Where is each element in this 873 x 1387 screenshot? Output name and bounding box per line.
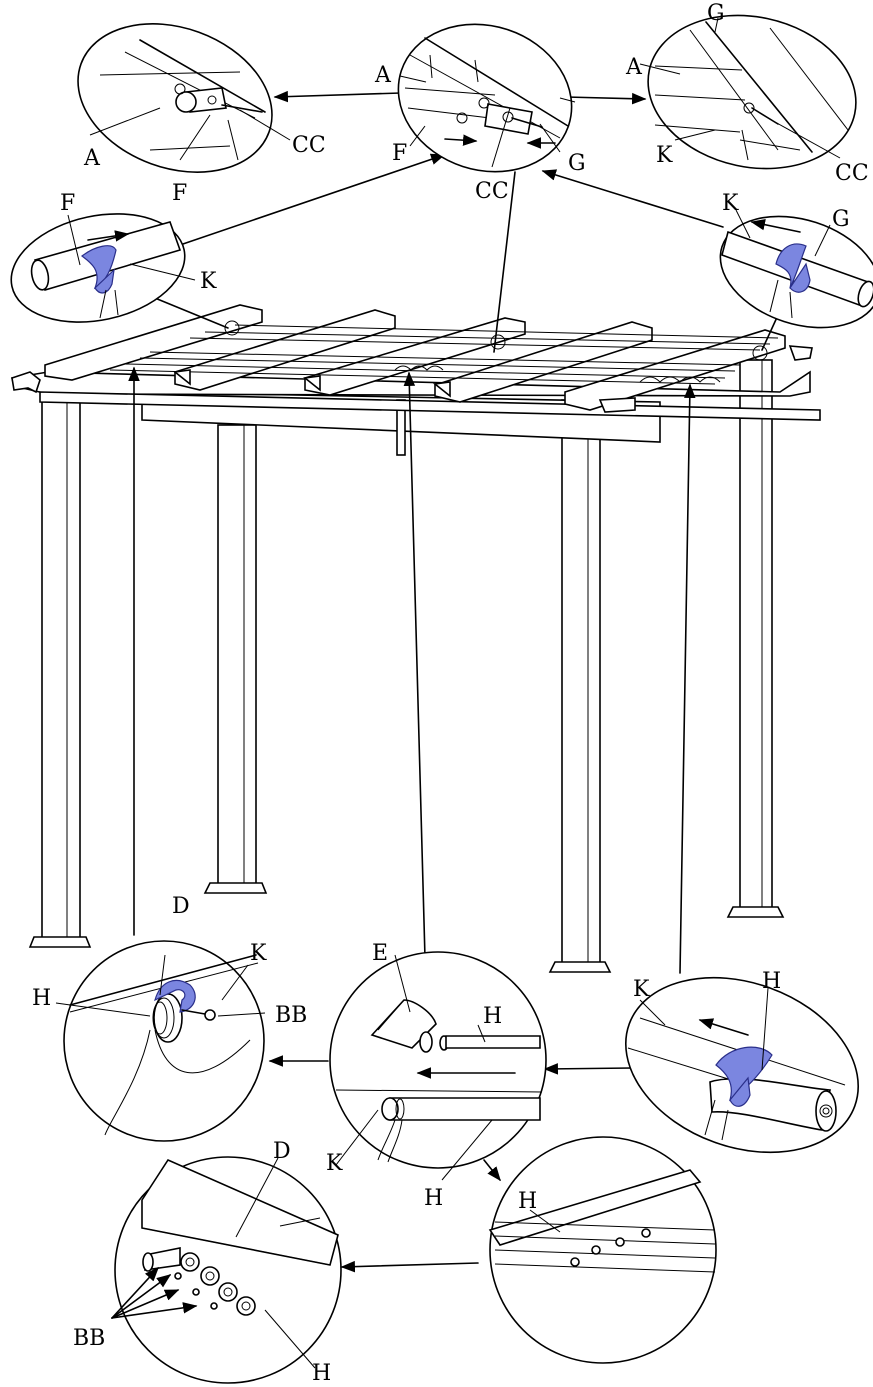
post-front-left (28, 384, 92, 948)
post-back-left (203, 424, 268, 894)
label-cc: CC (292, 133, 326, 158)
label-f: F (60, 191, 75, 216)
label-k: K (633, 977, 650, 1002)
label-h: H (424, 1186, 443, 1211)
connector-lines (128, 90, 785, 1273)
label-d: D (273, 1139, 291, 1164)
detail-bottom-pulleys (111, 1156, 342, 1384)
label-bb: BB (73, 1326, 105, 1351)
label-a: A (625, 55, 643, 80)
label-g: G (568, 151, 586, 176)
label-a: A (374, 63, 392, 88)
detail-lower-right (488, 1136, 717, 1364)
rafter-4 (434, 321, 653, 403)
label-h: H (518, 1189, 537, 1214)
pergola-frame (11, 304, 821, 973)
label-k: K (326, 1151, 343, 1176)
detail-right-lower (625, 976, 859, 1154)
label-k: K (656, 143, 673, 168)
detail-top-center (397, 23, 576, 173)
label-d: D (172, 894, 190, 919)
label-h: H (32, 986, 51, 1011)
detail-right-strap (719, 209, 873, 329)
rafter-1 (44, 304, 263, 381)
rafter-2 (174, 309, 396, 391)
label-h: H (312, 1361, 331, 1386)
label-k: K (722, 191, 739, 216)
pulley-stack (174, 1252, 256, 1316)
label-a: A (83, 146, 101, 171)
detail-top-left (77, 23, 291, 173)
label-bb: BB (275, 1003, 307, 1028)
detail-top-right (639, 14, 857, 170)
detail-bottom-left (55, 940, 266, 1142)
detail-left-strap (10, 213, 196, 323)
label-k: K (250, 941, 267, 966)
label-k: K (200, 269, 217, 294)
label-cc: CC (835, 161, 869, 186)
label-e: E (372, 941, 388, 966)
label-g: G (707, 1, 725, 26)
part-labels: A A F CC F G CC A G K CC F K K G D K H B… (32, 1, 869, 1386)
label-f: F (172, 181, 187, 206)
label-h: H (483, 1004, 502, 1029)
label-g: G (832, 207, 850, 232)
label-f: F (392, 141, 407, 166)
post-front-right (548, 399, 612, 973)
track-hardware (224, 320, 768, 383)
post-back-right (726, 359, 785, 918)
detail-center (329, 951, 547, 1181)
label-cc: CC (475, 179, 509, 204)
label-h: H (762, 969, 781, 994)
